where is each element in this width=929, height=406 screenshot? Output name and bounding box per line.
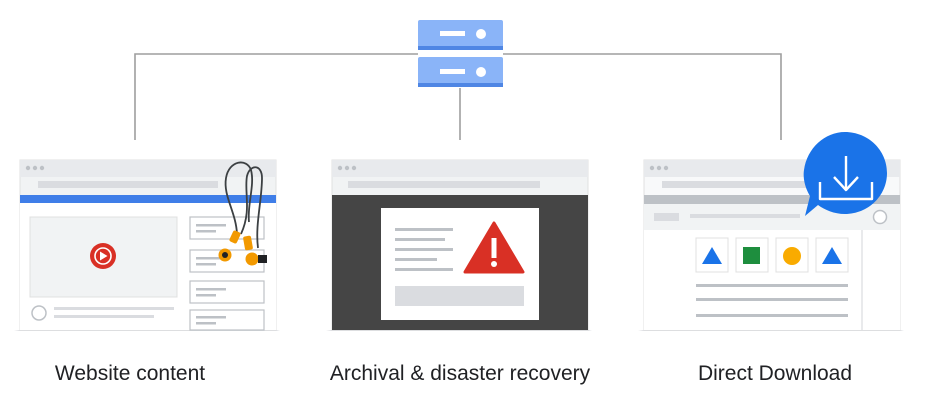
website-browser-window: [14, 159, 280, 331]
caption-archival-recovery: Archival & disaster recovery: [329, 362, 591, 385]
play-icon: [90, 243, 116, 269]
warning-icon: [463, 221, 525, 274]
site-header-bar: [20, 195, 276, 203]
circle-icon: [783, 247, 801, 265]
triangle-icon: [822, 247, 842, 264]
dialog-button: [395, 286, 524, 306]
download-icon: [803, 132, 887, 216]
triangle-icon: [702, 247, 722, 264]
caption-website-content: Website content: [54, 362, 206, 385]
earbuds-icon: [218, 161, 267, 266]
archival-browser-window: [326, 159, 592, 331]
caption-direct-download: Direct Download: [697, 362, 853, 385]
square-icon: [743, 247, 760, 264]
storage-server-icon: [418, 20, 503, 87]
connector-lines: [134, 53, 782, 140]
